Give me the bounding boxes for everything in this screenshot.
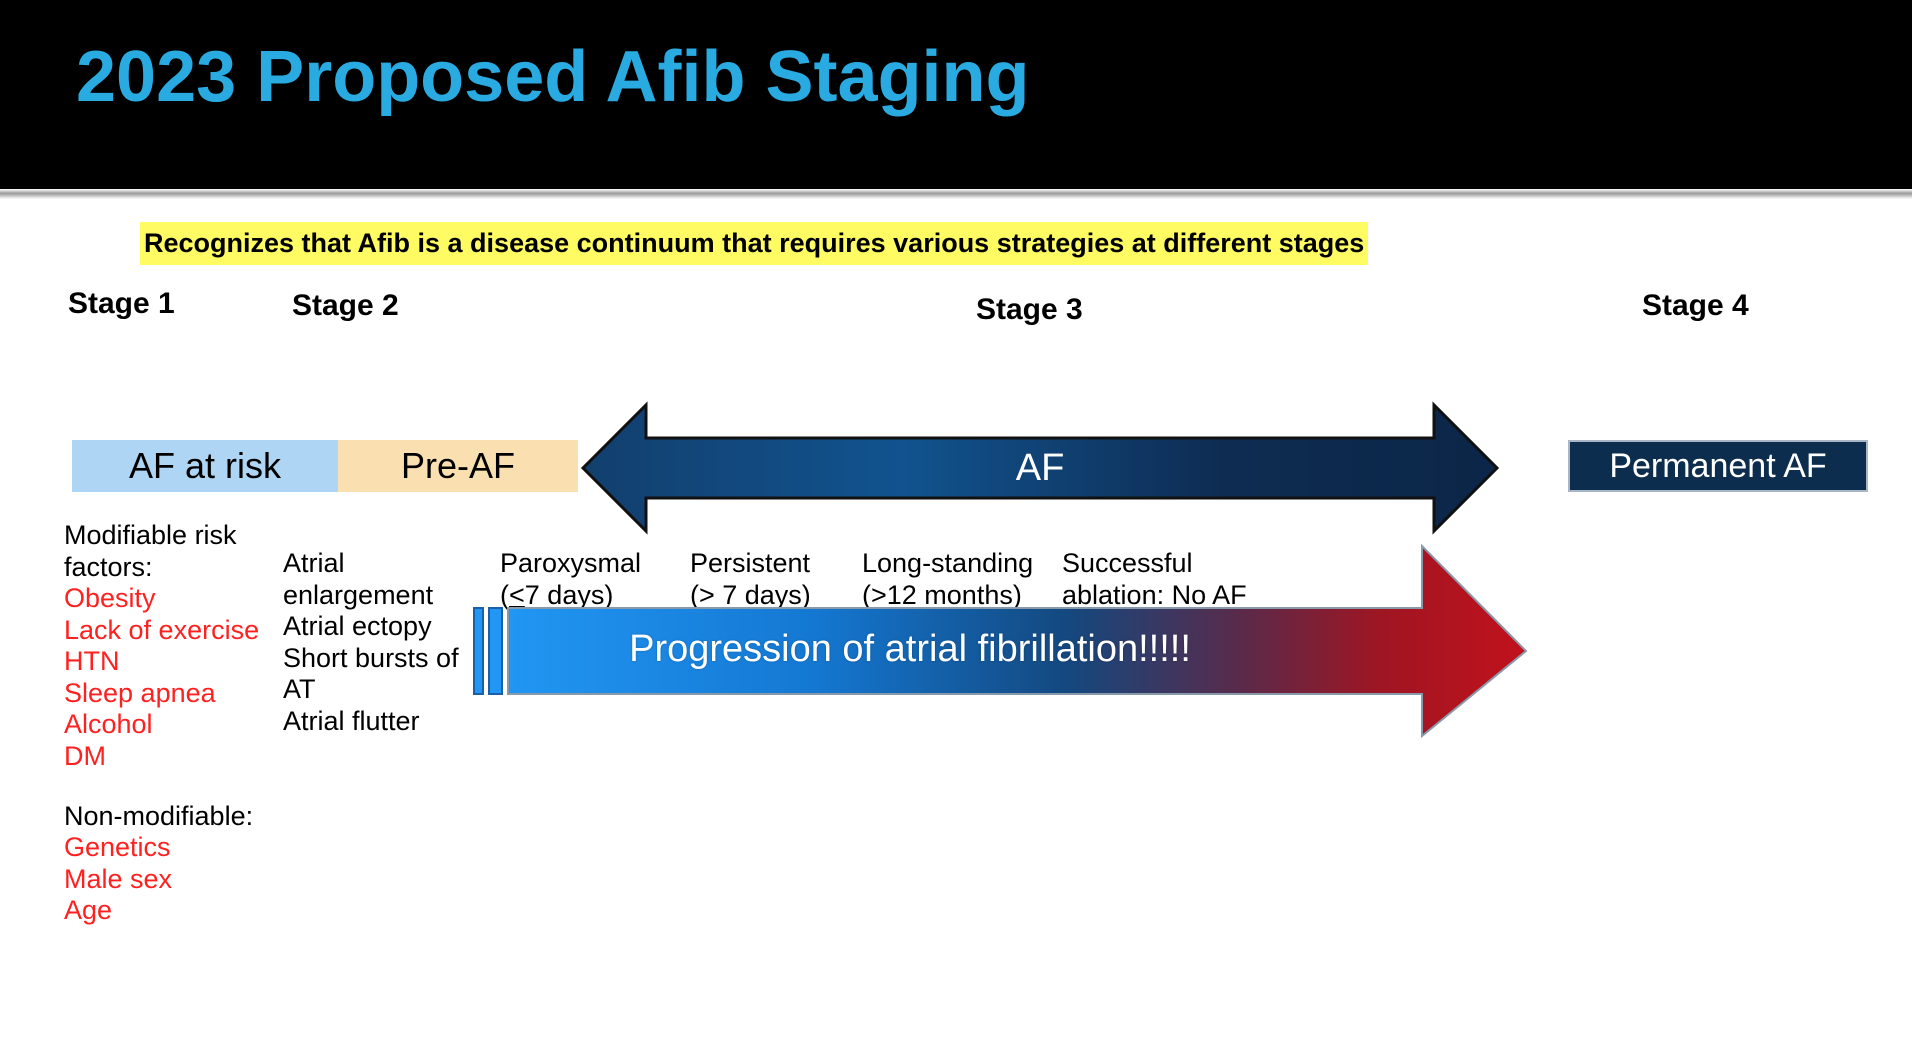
modifiable-risk-factors-column: Modifiable risk factors: Obesity Lack of… bbox=[64, 520, 316, 927]
stage2-item-atrial-ectopy: Atrial ectopy bbox=[283, 611, 432, 642]
risk-item-age: Age bbox=[64, 895, 113, 926]
stage2-item-at: AT bbox=[283, 674, 316, 705]
subtype-paroxysmal: Paroxysmal (<7 days) bbox=[500, 548, 641, 612]
risk-list-spacer bbox=[64, 773, 316, 801]
modifiable-heading-line1: Modifiable risk bbox=[64, 520, 237, 550]
pre-af-box: Pre-AF bbox=[338, 440, 578, 492]
risk-item-male-sex: Male sex bbox=[64, 863, 173, 894]
risk-item-htn: HTN bbox=[64, 646, 120, 677]
less-than-or-equal-sign: < bbox=[509, 579, 525, 610]
af-at-risk-box: AF at risk bbox=[72, 440, 338, 492]
stage2-item-atrial: Atrial bbox=[283, 548, 345, 578]
subtype-persistent-name: Persistent bbox=[690, 548, 811, 578]
stage-3-label: Stage 3 bbox=[976, 293, 1083, 326]
modifiable-heading-line2: factors: bbox=[64, 551, 153, 582]
page-title: 2023 Proposed Afib Staging bbox=[76, 37, 1030, 117]
risk-item-dm: DM bbox=[64, 741, 106, 772]
subtype-successful-ablation: Successful ablation: No AF bbox=[1062, 548, 1247, 612]
stage-2-label: Stage 2 bbox=[292, 289, 399, 322]
risk-item-genetics: Genetics bbox=[64, 832, 171, 863]
pre-af-label: Pre-AF bbox=[400, 445, 515, 486]
af-at-risk-label: AF at risk bbox=[128, 445, 281, 486]
subtype-long-standing-name: Long-standing bbox=[862, 548, 1034, 578]
permanent-af-box: Permanent AF bbox=[1568, 440, 1868, 492]
subtype-ablation-detail: ablation: No AF bbox=[1062, 579, 1247, 610]
stage-4-label: Stage 4 bbox=[1642, 289, 1749, 322]
subtype-paroxysmal-name: Paroxysmal bbox=[500, 548, 642, 578]
nonmodifiable-heading: Non-modifiable: bbox=[64, 800, 254, 831]
subtype-long-standing-detail: (>12 months) bbox=[862, 579, 1022, 610]
risk-item-obesity: Obesity bbox=[64, 583, 156, 614]
subtype-persistent-detail: (> 7 days) bbox=[690, 579, 811, 610]
permanent-af-label: Permanent AF bbox=[1609, 446, 1827, 485]
progression-arrow-icon bbox=[473, 543, 1528, 739]
title-divider bbox=[0, 189, 1912, 199]
af-double-arrow: AF bbox=[580, 398, 1500, 538]
stage2-item-enlargement: enlargement bbox=[283, 579, 434, 610]
risk-item-sleep-apnea: Sleep apnea bbox=[64, 677, 216, 708]
subtype-long-standing: Long-standing (>12 months) bbox=[862, 548, 1033, 612]
stage2-item-short-bursts: Short bursts of bbox=[283, 642, 459, 673]
af-double-arrow-icon bbox=[580, 401, 1500, 535]
progression-arrow bbox=[472, 540, 1530, 740]
stage2-features-column: Atrial enlargement Atrial ectopy Short b… bbox=[283, 548, 483, 737]
title-bar: 2023 Proposed Afib Staging bbox=[0, 0, 1912, 189]
subtitle-banner: Recognizes that Afib is a disease contin… bbox=[140, 222, 1369, 266]
subtype-paroxysmal-detail: (<7 days) bbox=[500, 579, 614, 610]
subtype-ablation-name: Successful bbox=[1062, 548, 1193, 578]
stage-1-label: Stage 1 bbox=[68, 287, 175, 320]
subtype-persistent: Persistent (> 7 days) bbox=[690, 548, 811, 612]
risk-item-alcohol: Alcohol bbox=[64, 709, 153, 740]
subtitle-text: Recognizes that Afib is a disease contin… bbox=[140, 222, 1369, 266]
stage2-item-atrial-flutter: Atrial flutter bbox=[283, 705, 420, 736]
risk-item-lack-of-exercise: Lack of exercise bbox=[64, 614, 260, 645]
